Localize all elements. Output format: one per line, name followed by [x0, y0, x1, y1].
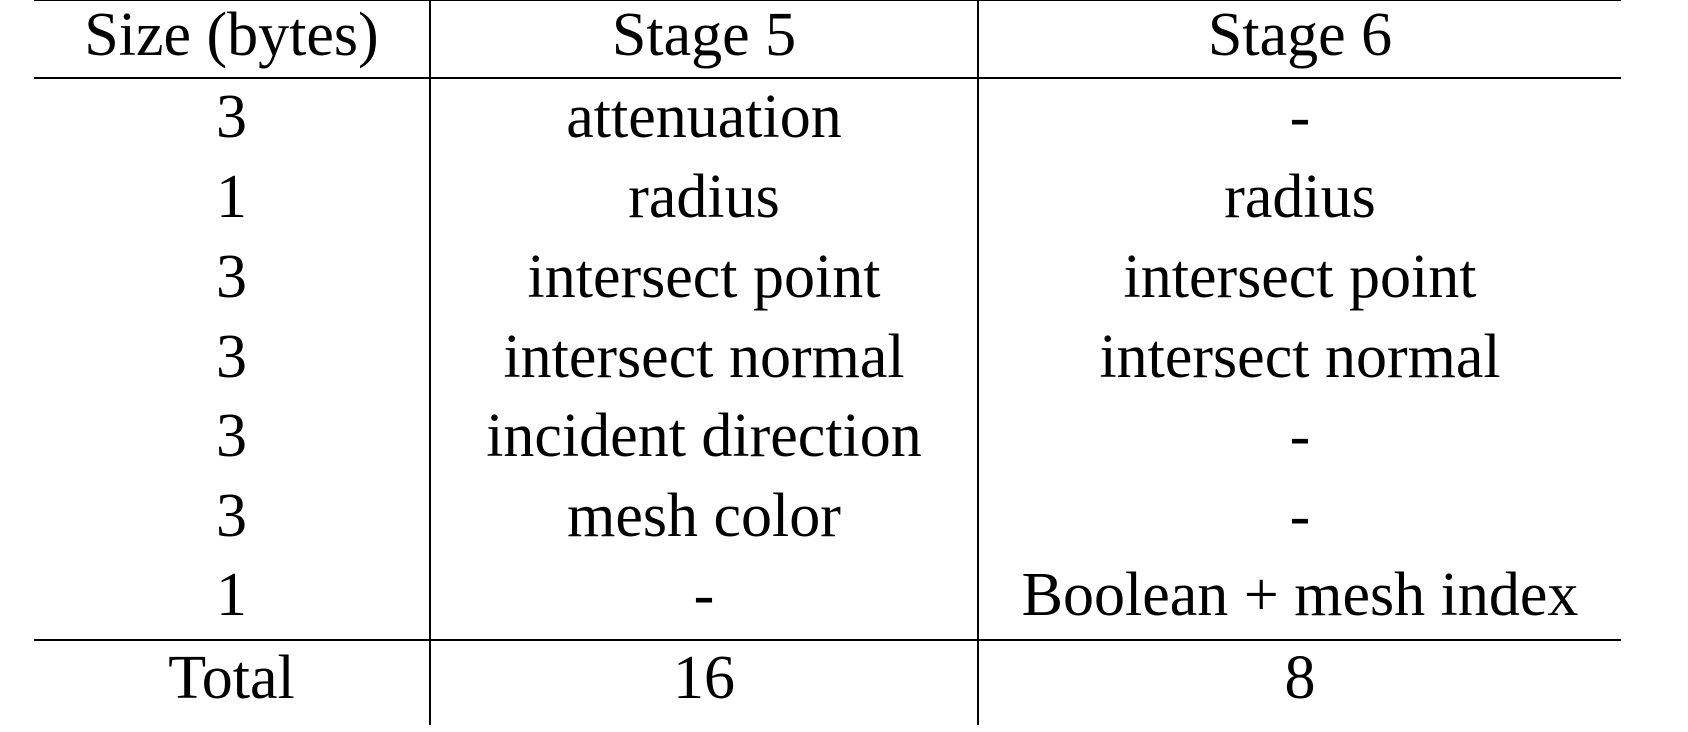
header-rule — [34, 77, 1621, 79]
table-cell: intersect point — [527, 243, 881, 311]
table-cell: 3 — [216, 402, 247, 470]
table-cell: 1 — [216, 561, 247, 629]
table-cell: 3 — [216, 243, 247, 311]
table-cell: incident direction — [486, 402, 922, 470]
table-cell: intersect normal — [503, 323, 905, 391]
total-rule — [34, 639, 1621, 641]
table-cell: - — [1289, 83, 1311, 151]
table-cell: Boolean + mesh index — [1021, 561, 1579, 629]
table-cell: - — [1289, 402, 1311, 470]
table-cell: intersect normal — [1099, 323, 1501, 391]
table-cell: attenuation — [566, 83, 842, 151]
table-cell: radius — [628, 163, 780, 231]
table-cell: radius — [1224, 163, 1376, 231]
column-separator-2 — [977, 0, 979, 725]
table-cell: - — [1289, 482, 1311, 550]
header-stage-5: Stage 5 — [611, 1, 797, 69]
table-cell: 3 — [216, 83, 247, 151]
table-top-rule — [34, 0, 1621, 1]
table-cell: intersect point — [1123, 243, 1477, 311]
table-cell: 3 — [216, 482, 247, 550]
table-cell: 1 — [216, 163, 247, 231]
total-stage-5: 16 — [673, 644, 735, 712]
total-label: Total — [168, 644, 295, 712]
table-cell: 3 — [216, 323, 247, 391]
total-stage-6: 8 — [1284, 644, 1316, 712]
header-size: Size (bytes) — [84, 1, 379, 69]
column-separator-1 — [429, 0, 431, 725]
header-stage-6: Stage 6 — [1207, 1, 1393, 69]
table-cell: - — [693, 561, 715, 629]
table-cell: mesh color — [567, 482, 841, 550]
